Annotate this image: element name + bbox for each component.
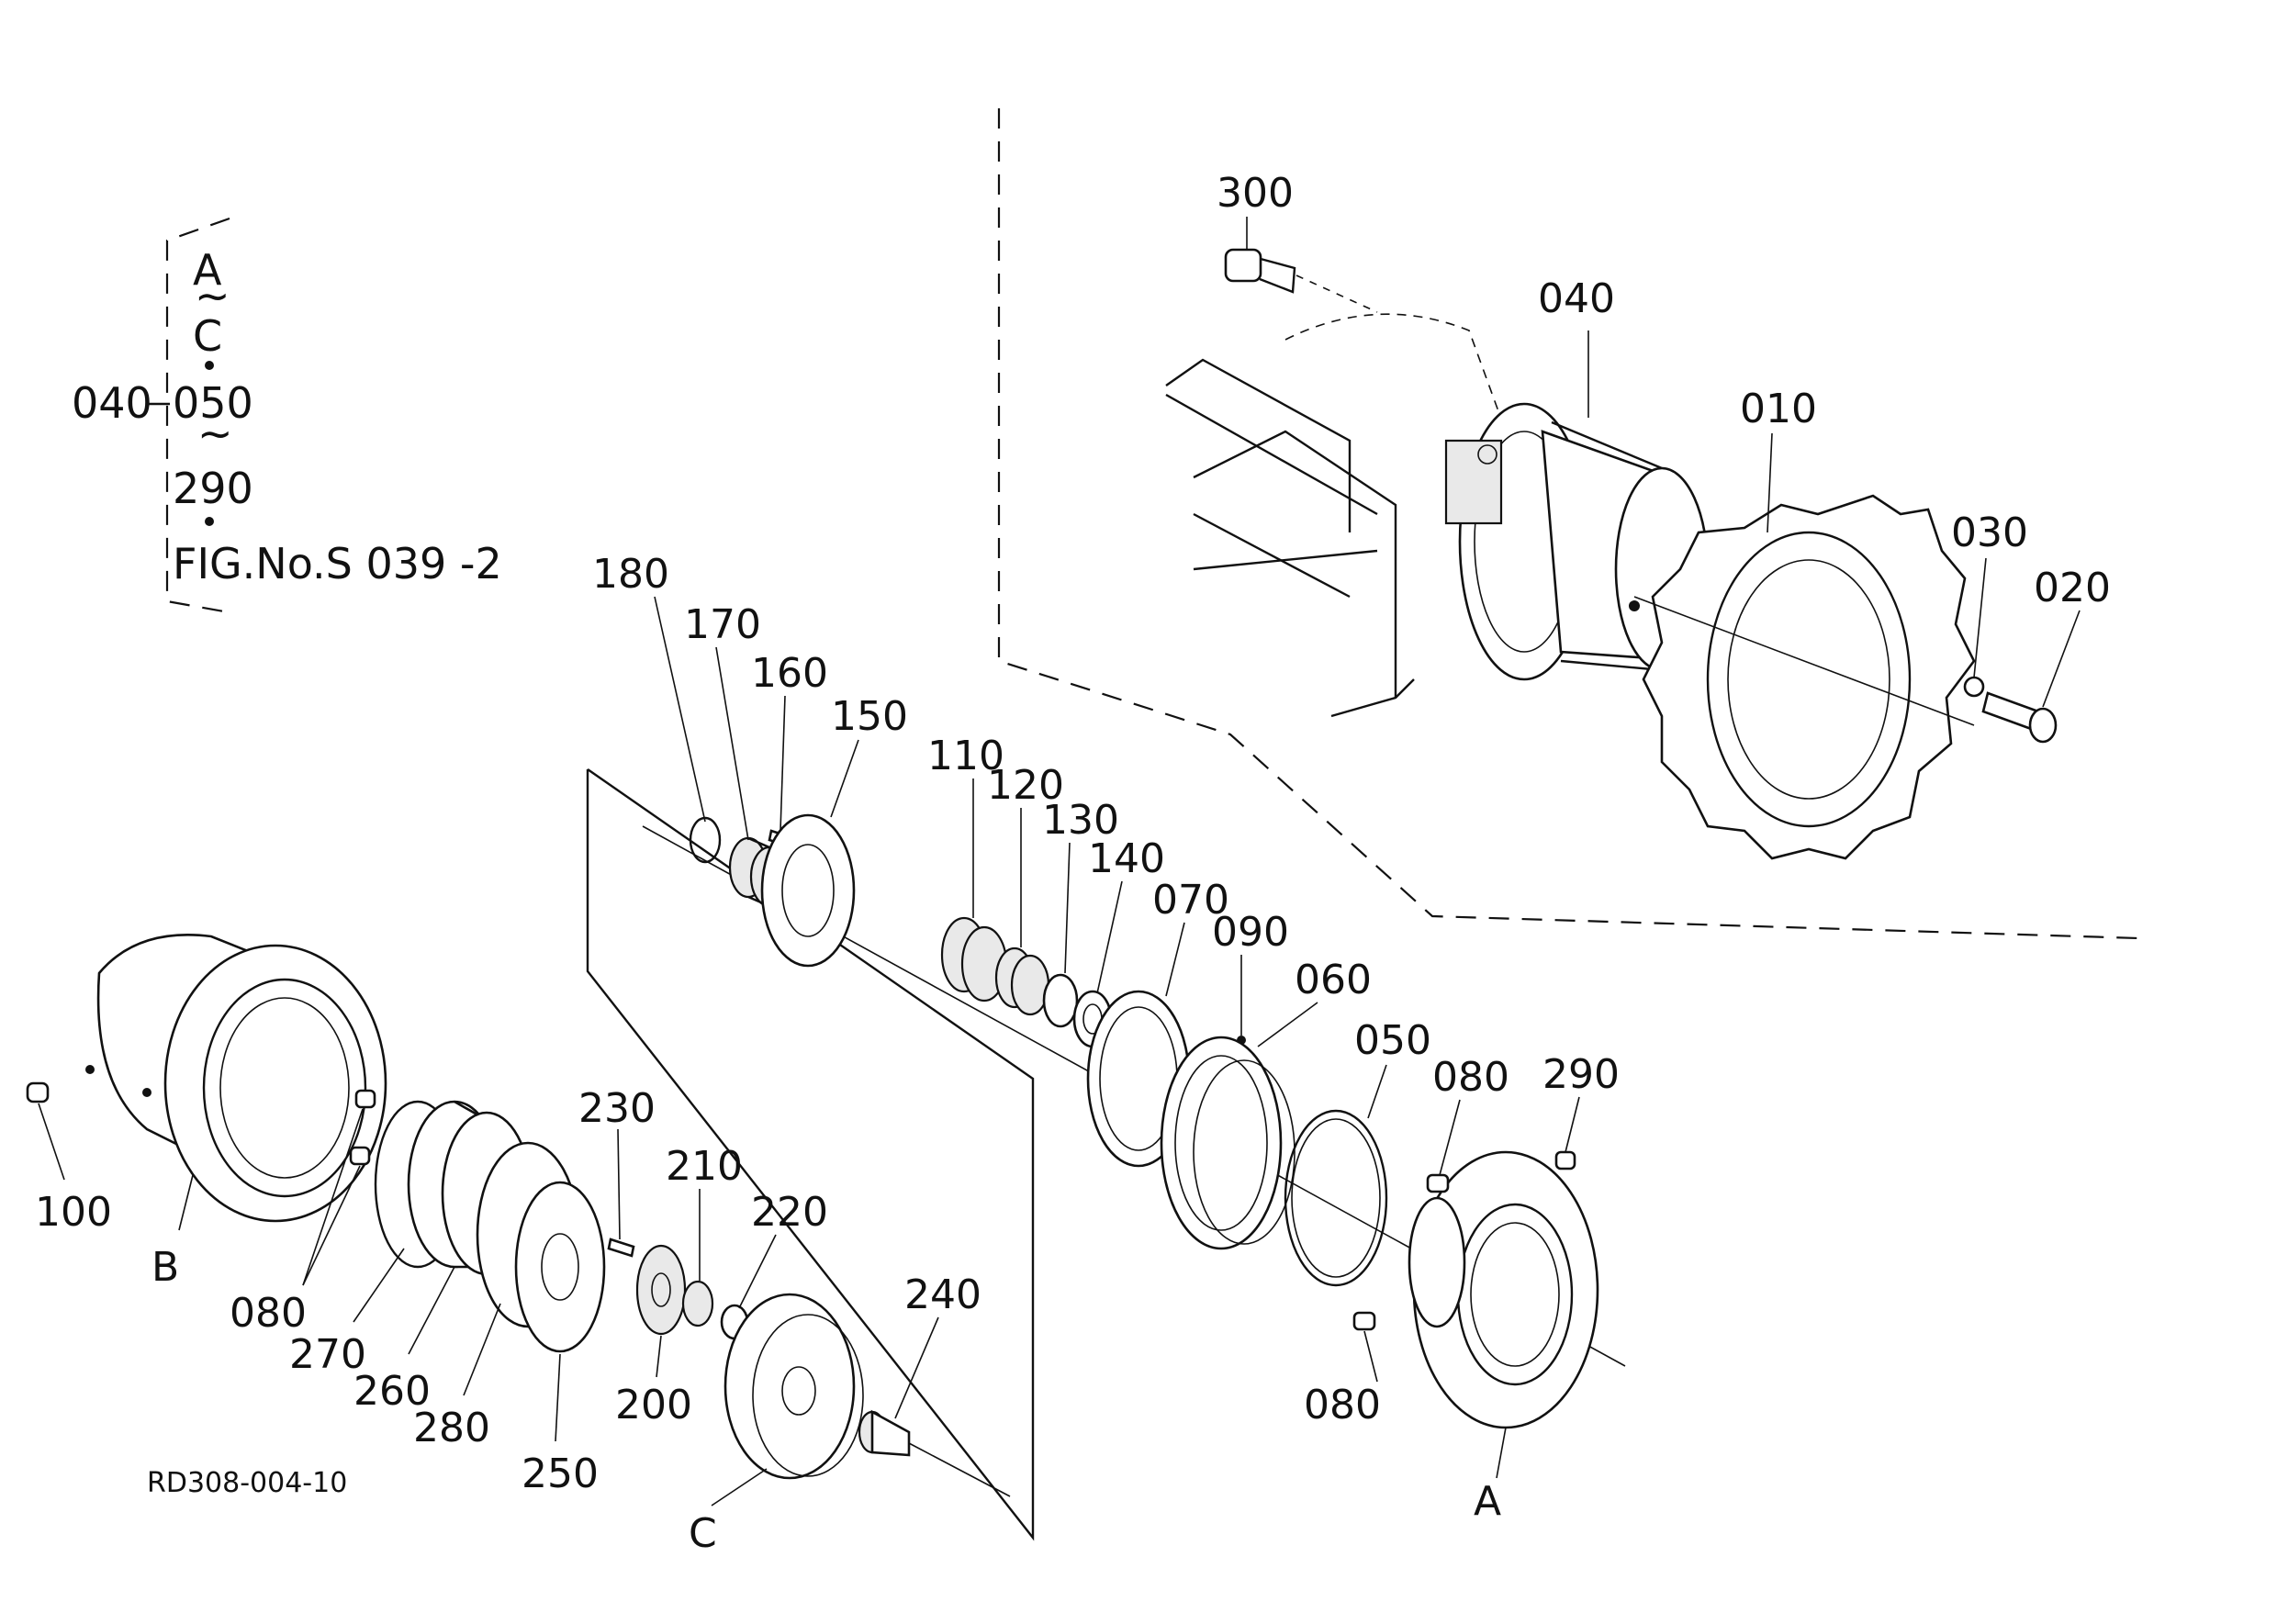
label-080-left: 080 (230, 1290, 307, 1337)
legend-290: 290 (173, 464, 253, 513)
gear-200 (635, 1244, 687, 1336)
label-240: 240 (904, 1271, 981, 1318)
plug-290 (1554, 1150, 1576, 1170)
leader-lines (38, 217, 2081, 1506)
bolt-300 (1224, 248, 1378, 313)
label-230: 230 (578, 1085, 656, 1132)
shaft-240 (858, 1409, 1011, 1497)
label-170: 170 (684, 601, 761, 648)
label-160: 160 (751, 650, 828, 697)
legend-block: A ~ C 040 050 ~ 290 FIG.No.S 039 -2 (72, 217, 502, 615)
plate-250 (514, 1181, 606, 1353)
label-060: 060 (1295, 957, 1372, 1003)
label-220: 220 (751, 1189, 828, 1236)
label-280: 280 (413, 1405, 490, 1451)
label-120: 120 (987, 762, 1064, 809)
o-ring-050 (1284, 1109, 1388, 1287)
sub-assembly-bracket (586, 768, 1035, 1541)
legend-tilde-2: ~ (197, 409, 233, 458)
plug-080-upper-right (1426, 1173, 1450, 1193)
label-180: 180 (592, 551, 669, 598)
bolt-020 (1981, 691, 2058, 744)
label-150: 150 (831, 693, 908, 740)
label-100: 100 (35, 1189, 112, 1236)
label-290: 290 (1542, 1051, 1620, 1098)
plug-080-left-lower (349, 1146, 371, 1166)
legend-c: C (193, 311, 222, 361)
label-b: B (151, 1244, 179, 1291)
pin-230 (607, 1238, 635, 1258)
floating-seal-060 (1160, 1036, 1296, 1250)
motor-port-block (1444, 439, 1503, 525)
housing-b (85, 934, 387, 1223)
legend-040: 040 (72, 378, 152, 428)
label-040: 040 (1538, 275, 1615, 322)
snap-ring-180 (689, 816, 722, 864)
plug-080-left-upper (354, 1089, 376, 1109)
label-140: 140 (1088, 835, 1165, 882)
label-110: 110 (927, 733, 1004, 779)
label-080-right-lower: 080 (1304, 1382, 1381, 1428)
upper-assembly-boundary (997, 108, 2140, 940)
legend-050: 050 (173, 378, 253, 428)
part-labels: 300 040 010 030 020 180 170 160 150 110 … (35, 170, 2111, 1557)
bearing-120 (994, 946, 1050, 1016)
fastener-030 (1963, 676, 1985, 698)
hub-a (1408, 1150, 1599, 1429)
label-270: 270 (289, 1331, 366, 1378)
label-210: 210 (666, 1143, 743, 1190)
label-080-right-upper: 080 (1432, 1054, 1509, 1101)
label-200: 200 (615, 1382, 692, 1428)
label-030: 030 (1951, 510, 2028, 556)
label-010: 010 (1740, 386, 1817, 432)
collar-130 (1042, 973, 1079, 1028)
label-050: 050 (1354, 1017, 1431, 1064)
track-frame (1165, 313, 1507, 718)
cover-c (723, 1293, 864, 1480)
label-020: 020 (2034, 565, 2111, 611)
legend-dot-2 (205, 517, 214, 526)
legend-tilde-1: ~ (195, 271, 230, 320)
plug-080-lower-right (1352, 1311, 1376, 1331)
label-300: 300 (1217, 170, 1294, 217)
legend-a: A (193, 245, 222, 295)
label-070: 070 (1152, 877, 1229, 924)
legend-fig-number: FIG.No.S 039 -2 (173, 539, 502, 588)
label-130: 130 (1042, 797, 1119, 844)
sprocket-010 (1633, 494, 1976, 860)
label-250: 250 (522, 1450, 599, 1497)
label-c: C (689, 1510, 717, 1557)
gear-110 (940, 916, 1008, 1002)
label-260: 260 (353, 1368, 431, 1415)
drawing-code: RD308-004-10 (147, 1467, 347, 1499)
bearing-210 (681, 1280, 714, 1327)
label-a: A (1474, 1478, 1501, 1525)
plate-150 (760, 813, 856, 968)
legend-dot-1 (205, 361, 214, 370)
plug-100 (26, 1081, 50, 1103)
label-090: 090 (1212, 909, 1289, 956)
